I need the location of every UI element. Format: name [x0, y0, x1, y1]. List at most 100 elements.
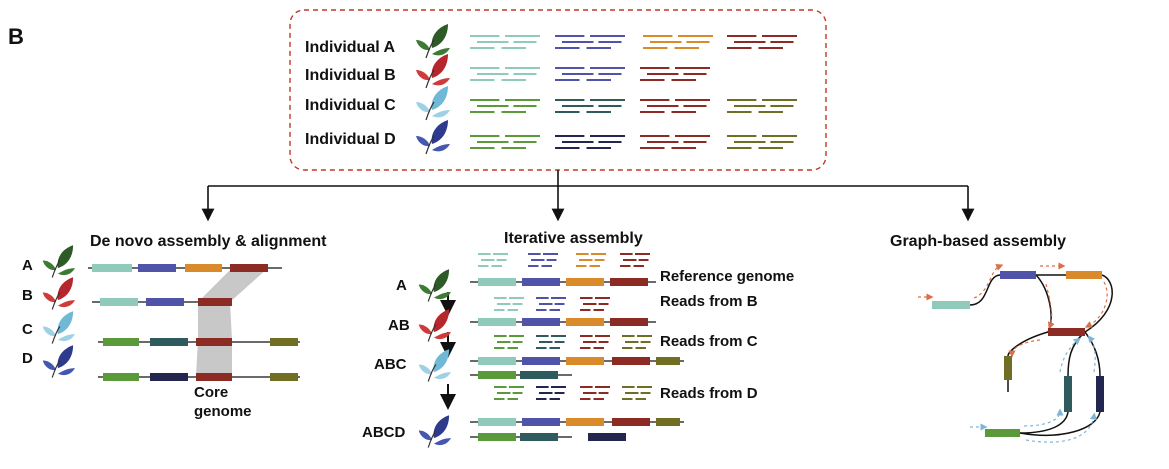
graph-node-darkteal	[1064, 376, 1072, 412]
gene-block	[522, 318, 560, 326]
note-reads-from-c: Reads from C	[660, 333, 758, 350]
read-cluster	[478, 253, 508, 267]
leaf-icon	[416, 86, 450, 121]
gene-block	[478, 318, 516, 326]
read-cluster	[536, 386, 566, 400]
gene-block	[478, 371, 516, 379]
leaf-icon	[416, 24, 450, 59]
branch-connectors	[201, 170, 975, 222]
read-cluster	[470, 67, 540, 81]
gene-block	[150, 373, 188, 381]
gene-block	[612, 357, 650, 365]
leaf-icon	[418, 349, 451, 382]
gene-block	[185, 264, 222, 272]
de-novo-row-label-c: C	[22, 321, 33, 338]
core-genome-label-2: genome	[194, 403, 252, 420]
leaf-icon	[416, 54, 450, 89]
iterative-panel: A AB ABC ABCD Reference genome Reads fro…	[362, 253, 794, 448]
leaf-icon	[42, 277, 75, 310]
gene-block	[103, 373, 139, 381]
leaf-icon	[416, 120, 450, 155]
gene-block	[610, 318, 648, 326]
de-novo-row-label-b: B	[22, 287, 33, 304]
leaf-icon	[416, 120, 450, 155]
genome-track	[98, 373, 300, 381]
note-reference-genome: Reference genome	[660, 268, 794, 285]
read-cluster	[640, 67, 710, 81]
read-cluster	[470, 99, 540, 113]
read-cluster	[494, 386, 524, 400]
read-cluster	[536, 297, 566, 311]
genome-track	[470, 357, 684, 365]
read-cluster	[555, 67, 625, 81]
read-cluster	[580, 297, 610, 311]
read-cluster	[576, 253, 606, 267]
individual-label-d: Individual D	[305, 131, 396, 148]
graph-title: Graph-based assembly	[890, 233, 1066, 250]
genome-track	[92, 298, 232, 306]
read-cluster	[528, 253, 558, 267]
gene-block	[522, 278, 560, 286]
individual-label-c: Individual C	[305, 97, 396, 114]
iterative-title: Iterative assembly	[504, 230, 643, 247]
gene-block	[478, 433, 516, 441]
read-cluster	[555, 135, 625, 149]
genome-track	[470, 278, 656, 286]
gene-block	[656, 357, 680, 365]
gene-block	[522, 357, 560, 365]
gene-block	[100, 298, 138, 306]
gene-block	[270, 373, 298, 381]
gene-block	[150, 338, 188, 346]
leaf-icon	[416, 24, 450, 59]
read-cluster	[622, 335, 652, 349]
gene-block	[520, 371, 558, 379]
individual-label-a: Individual A	[305, 39, 396, 56]
graph-node-purple	[1000, 271, 1036, 279]
read-cluster	[640, 135, 710, 149]
genome-track	[470, 433, 572, 441]
graph-edges	[932, 274, 1113, 436]
read-clusters	[470, 35, 797, 149]
leaf-icon	[416, 86, 450, 121]
leaf-icon	[42, 311, 75, 344]
gene-block	[103, 338, 139, 346]
graph-node-teal	[932, 301, 970, 309]
gene-block	[478, 357, 516, 365]
iterative-row-label-ab: AB	[388, 317, 410, 334]
gene-block	[196, 338, 232, 346]
graph-node-olive	[1004, 356, 1012, 380]
read-cluster	[470, 35, 540, 49]
blue-traversal	[970, 335, 1097, 443]
note-reads-from-d: Reads from D	[660, 385, 758, 402]
leaf-icon	[418, 269, 451, 302]
graph-node-navy	[1096, 376, 1104, 412]
read-cluster	[536, 335, 566, 349]
read-cluster	[470, 135, 540, 149]
core-genome-label-1: Core	[194, 384, 228, 401]
gene-block	[566, 357, 604, 365]
individual-label-b: Individual B	[305, 67, 396, 84]
leaf-icon	[42, 245, 75, 278]
genome-track	[470, 371, 572, 379]
read-cluster	[640, 99, 710, 113]
gene-block	[146, 298, 184, 306]
gene-block	[610, 278, 648, 286]
genome-track	[98, 338, 300, 346]
gene-block	[92, 264, 132, 272]
gene-block	[230, 264, 268, 272]
gene-block	[566, 418, 604, 426]
read-cluster	[727, 99, 797, 113]
read-cluster	[727, 135, 797, 149]
gene-block	[566, 318, 604, 326]
genome-track	[470, 318, 656, 326]
note-reads-from-b: Reads from B	[660, 293, 758, 310]
read-cluster	[643, 35, 713, 49]
gene-block	[612, 418, 650, 426]
graph-node-green	[985, 429, 1020, 437]
read-cluster	[494, 297, 524, 311]
leaf-icon	[418, 309, 451, 342]
genome-track	[470, 418, 684, 426]
read-cluster	[620, 253, 650, 267]
leaf-icon	[42, 345, 75, 378]
